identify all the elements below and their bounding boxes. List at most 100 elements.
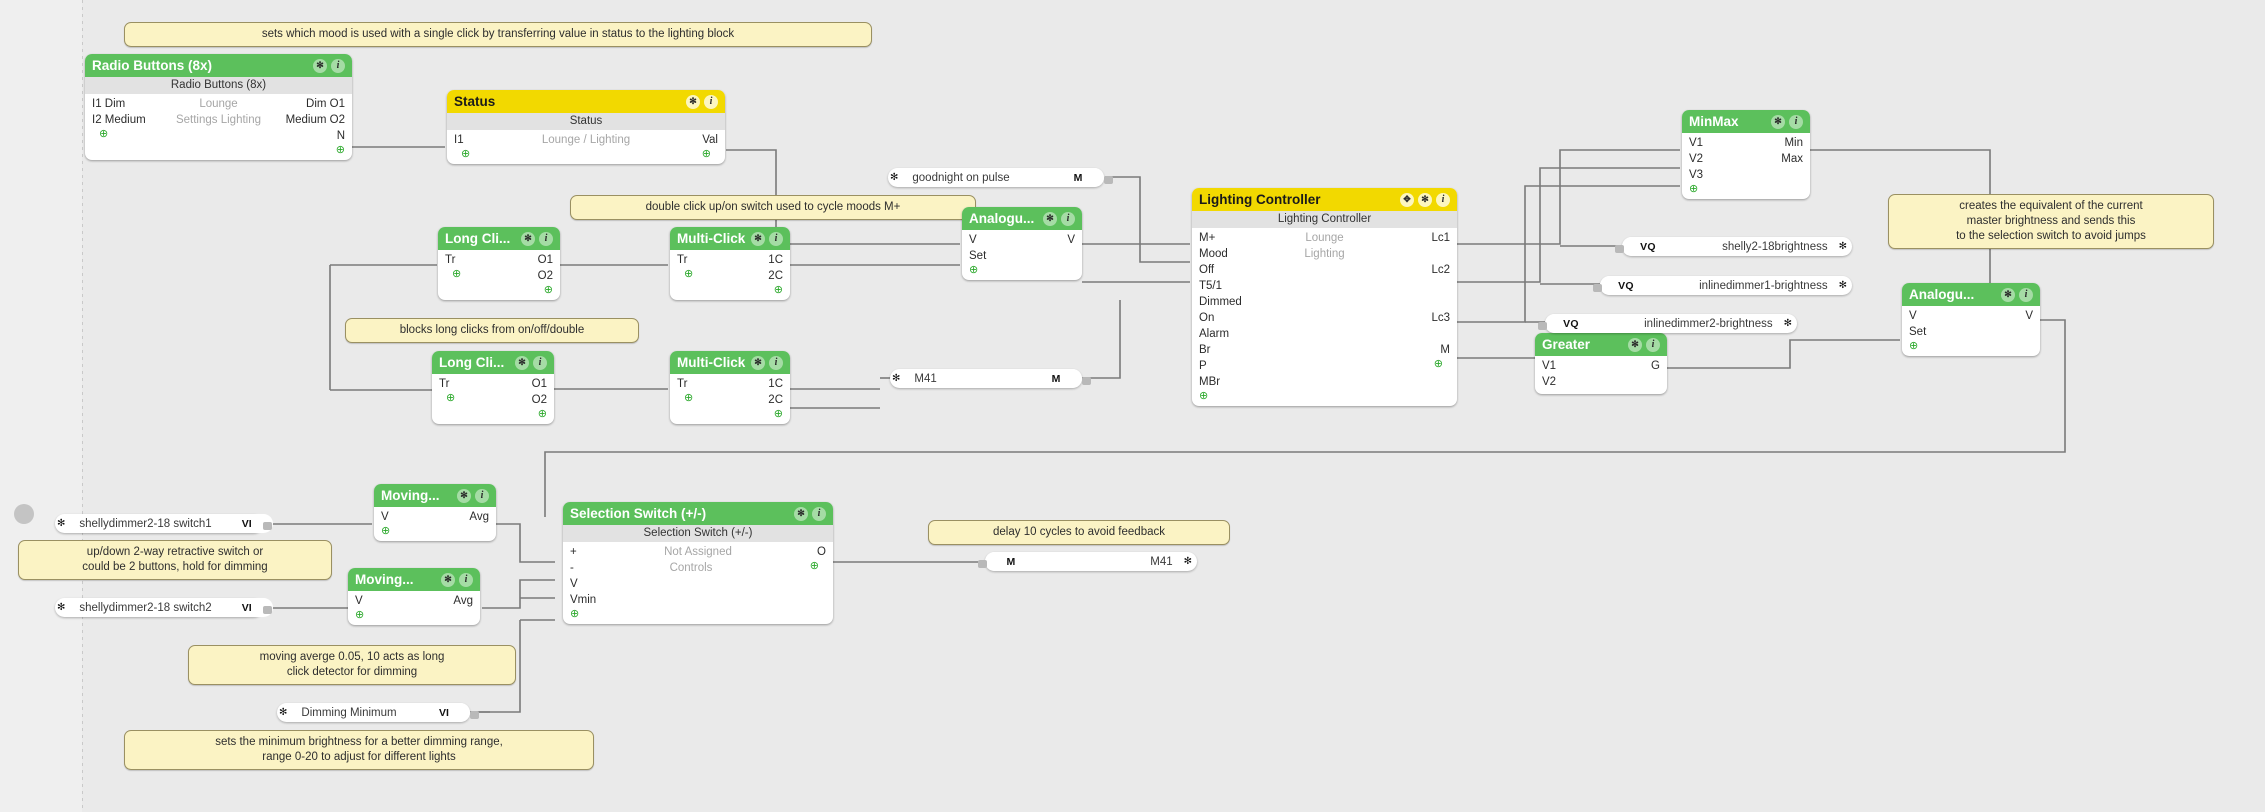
gear-icon[interactable]: ✻ bbox=[751, 355, 765, 370]
node-header-buttons[interactable]: ✻ i bbox=[751, 355, 783, 370]
port-out-switch2[interactable] bbox=[263, 606, 272, 614]
node-lighting-controller[interactable]: Lighting Controller ✥ ✻ i Lighting Contr… bbox=[1192, 188, 1457, 406]
port-out-switch1[interactable] bbox=[263, 522, 272, 530]
gear-icon[interactable]: ✻ bbox=[1771, 114, 1785, 129]
info-icon[interactable]: i bbox=[539, 231, 553, 246]
add-input-icon[interactable]: ⊕ bbox=[684, 268, 694, 280]
node-long-click-2[interactable]: Long Cli... ✻ i Tr O1 ⊕ O2 ⊕ bbox=[432, 351, 554, 424]
add-input-icon[interactable]: ⊕ bbox=[446, 392, 456, 404]
node-header-buttons[interactable]: ✻ i bbox=[313, 58, 345, 73]
node-header-buttons[interactable]: ✻ i bbox=[515, 355, 547, 370]
pill-tag-m[interactable]: M bbox=[985, 552, 1037, 571]
info-icon[interactable]: i bbox=[769, 231, 783, 246]
gear-icon[interactable]: ✻ bbox=[890, 172, 899, 183]
add-input-icon[interactable]: ⊕ bbox=[570, 608, 580, 620]
add-output-icon[interactable]: ⊕ bbox=[773, 408, 783, 420]
node-header[interactable]: Lighting Controller ✥ ✻ i bbox=[1192, 188, 1457, 211]
add-input-icon[interactable]: ⊕ bbox=[1909, 340, 1919, 352]
node-header[interactable]: Selection Switch (+/-) ✻ i bbox=[563, 502, 833, 525]
info-icon[interactable]: i bbox=[459, 572, 473, 587]
info-icon[interactable]: i bbox=[1789, 114, 1803, 129]
node-header-buttons[interactable]: ✻ i bbox=[1628, 337, 1660, 352]
gear-icon[interactable]: ✻ bbox=[313, 58, 327, 73]
gear-icon[interactable]: ✻ bbox=[751, 231, 765, 246]
node-header-buttons[interactable]: ✻ i bbox=[457, 488, 489, 503]
pill-dimming-minimum[interactable]: ✻ Dimming Minimum VI bbox=[277, 703, 470, 722]
node-header-buttons[interactable]: ✻ i bbox=[1771, 114, 1803, 129]
gear-icon[interactable]: ✻ bbox=[441, 572, 455, 587]
node-radio-buttons[interactable]: Radio Buttons (8x) ✻ i Radio Buttons (8x… bbox=[85, 54, 352, 160]
move-icon[interactable]: ✥ bbox=[1400, 192, 1414, 207]
node-long-click-1[interactable]: Long Cli... ✻ i Tr O1 ⊕ O2 ⊕ bbox=[438, 227, 560, 300]
gear-icon[interactable]: ✻ bbox=[1628, 337, 1642, 352]
info-icon[interactable]: i bbox=[704, 94, 718, 109]
port-in-inlinedimmer1-brightness[interactable] bbox=[1593, 284, 1602, 292]
add-input-icon[interactable]: ⊕ bbox=[99, 128, 109, 140]
node-multi-click-1[interactable]: Multi-Click ✻ i Tr 1C ⊕ 2C ⊕ bbox=[670, 227, 790, 300]
add-input-icon[interactable]: ⊕ bbox=[355, 609, 365, 621]
pill-goodnight-on-pulse[interactable]: ✻ goodnight on pulse M bbox=[888, 168, 1104, 187]
node-moving-average-1[interactable]: Moving... ✻ i V Avg ⊕ bbox=[374, 484, 496, 541]
info-icon[interactable]: i bbox=[1436, 192, 1450, 207]
node-header[interactable]: MinMax ✻ i bbox=[1682, 110, 1810, 133]
gear-icon[interactable]: ✻ bbox=[57, 518, 66, 529]
port-out-goodnight[interactable] bbox=[1104, 176, 1113, 184]
pill-tag-m[interactable]: M bbox=[1052, 168, 1104, 187]
gear-icon[interactable]: ✻ bbox=[686, 94, 700, 109]
pill-tag-vq[interactable]: VQ bbox=[1600, 276, 1652, 295]
add-input-icon[interactable]: ⊕ bbox=[1199, 390, 1209, 402]
gear-icon[interactable]: ✻ bbox=[1418, 192, 1432, 207]
pill-inlinedimmer2-brightness[interactable]: VQ inlinedimmer2-brightness ✻ bbox=[1545, 314, 1797, 333]
node-minmax[interactable]: MinMax ✻ i V1 Min V2 Max V3 bbox=[1682, 110, 1810, 199]
gear-icon[interactable]: ✻ bbox=[279, 707, 288, 718]
add-output-icon[interactable]: ⊕ bbox=[335, 144, 345, 156]
pill-tag-vi[interactable]: VI bbox=[418, 703, 470, 722]
node-header-buttons[interactable]: ✻ i bbox=[521, 231, 553, 246]
info-icon[interactable]: i bbox=[769, 355, 783, 370]
add-output-icon[interactable]: ⊕ bbox=[773, 284, 783, 296]
node-analogue-1[interactable]: Analogu... ✻ i V V Set ⊕ bbox=[962, 207, 1082, 280]
node-analogue-2[interactable]: Analogu... ✻ i V V Set ⊕ bbox=[1902, 283, 2040, 356]
node-header[interactable]: Radio Buttons (8x) ✻ i bbox=[85, 54, 352, 77]
info-icon[interactable]: i bbox=[1061, 211, 1075, 226]
add-input-icon[interactable]: ⊕ bbox=[684, 392, 694, 404]
info-icon[interactable]: i bbox=[1646, 337, 1660, 352]
node-status[interactable]: Status ✻ i Status I1 Lounge / Lighting V… bbox=[447, 90, 725, 164]
node-header[interactable]: Long Cli... ✻ i bbox=[432, 351, 554, 374]
node-header[interactable]: Moving... ✻ i bbox=[348, 568, 480, 591]
port-in-inlinedimmer2-brightness[interactable] bbox=[1538, 322, 1547, 330]
info-icon[interactable]: i bbox=[331, 58, 345, 73]
add-output-icon[interactable]: ⊕ bbox=[1433, 358, 1443, 370]
pill-tag-m[interactable]: M bbox=[1030, 369, 1082, 388]
gear-icon[interactable]: ✻ bbox=[892, 373, 901, 384]
add-input-icon[interactable]: ⊕ bbox=[381, 525, 391, 537]
add-output-icon[interactable]: ⊕ bbox=[701, 148, 711, 160]
node-header[interactable]: Multi-Click ✻ i bbox=[670, 227, 790, 250]
gear-icon[interactable]: ✻ bbox=[521, 231, 535, 246]
gear-icon[interactable]: ✻ bbox=[1838, 280, 1847, 291]
add-output-icon[interactable]: ⊕ bbox=[543, 284, 553, 296]
node-header-buttons[interactable]: ✻ i bbox=[2001, 287, 2033, 302]
port-out-m41-left[interactable] bbox=[1082, 377, 1091, 385]
node-header[interactable]: Multi-Click ✻ i bbox=[670, 351, 790, 374]
port-in-m41-right[interactable] bbox=[978, 560, 987, 568]
add-output-icon[interactable]: ⊕ bbox=[809, 560, 819, 572]
node-header-buttons[interactable]: ✻ i bbox=[794, 506, 826, 521]
node-header-buttons[interactable]: ✻ i bbox=[686, 94, 718, 109]
node-header[interactable]: Analogu... ✻ i bbox=[962, 207, 1082, 230]
info-icon[interactable]: i bbox=[475, 488, 489, 503]
pill-tag-vq[interactable]: VQ bbox=[1622, 237, 1674, 256]
gear-icon[interactable]: ✻ bbox=[794, 506, 808, 521]
gear-icon[interactable]: ✻ bbox=[457, 488, 471, 503]
node-header-buttons[interactable]: ✻ i bbox=[1043, 211, 1075, 226]
node-greater[interactable]: Greater ✻ i V1 G V2 bbox=[1535, 333, 1667, 394]
node-header-buttons[interactable]: ✻ i bbox=[751, 231, 783, 246]
add-input-icon[interactable]: ⊕ bbox=[1689, 183, 1699, 195]
add-input-icon[interactable]: ⊕ bbox=[452, 268, 462, 280]
pill-switch1[interactable]: ✻ shellydimmer2-18 switch1 VI bbox=[55, 514, 273, 533]
node-header-buttons[interactable]: ✻ i bbox=[441, 572, 473, 587]
node-multi-click-2[interactable]: Multi-Click ✻ i Tr 1C ⊕ 2C ⊕ bbox=[670, 351, 790, 424]
pill-m41-right[interactable]: M M41 ✻ bbox=[985, 552, 1197, 571]
info-icon[interactable]: i bbox=[2019, 287, 2033, 302]
pill-inlinedimmer1-brightness[interactable]: VQ inlinedimmer1-brightness ✻ bbox=[1600, 276, 1852, 295]
